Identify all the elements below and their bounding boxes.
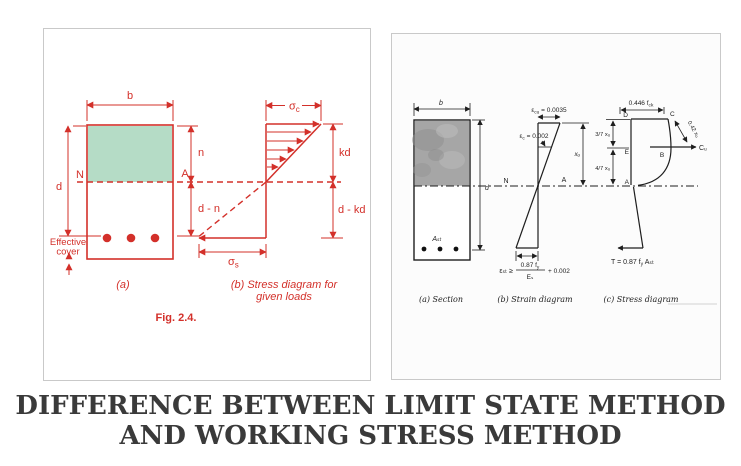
tension-dashed-line [196, 181, 267, 239]
t-label: T = 0.87 fy Aₛₜ [611, 259, 654, 268]
cover-label-1: Effective [50, 237, 86, 248]
na-label-n: N [76, 169, 84, 181]
dim-b-label: b [127, 90, 133, 102]
ecu-label: εcu = 0.0035 [531, 107, 567, 116]
dim-dn-label: d - n [198, 203, 220, 215]
page-title: DIFFERENCE BETWEEN LIMIT STATE METHOD AN… [0, 391, 741, 451]
sigma-c-label: σc [289, 101, 300, 115]
wsm-caption-a: (a) [116, 279, 130, 291]
lsm-beam-section: Aₛₜ b d [412, 100, 490, 261]
formula-lhs: εₛₜ ≥ [499, 268, 513, 275]
cover-label-2: cover [56, 247, 79, 258]
stress-diagram: σc σs [196, 100, 366, 270]
dim-kd-label: kd [339, 147, 351, 159]
strain-line [515, 122, 561, 249]
beam-section [86, 124, 174, 260]
stress-hypotenuse [265, 123, 322, 183]
point-b-label: B [660, 152, 664, 159]
wsm-diagram: N A b d n [50, 90, 366, 324]
compression-zone [88, 126, 172, 182]
wsm-caption-b2: given loads [256, 291, 312, 303]
formula-rhs: + 0.002 [548, 268, 570, 275]
formula-denominator: Eₛ [527, 274, 534, 281]
seg2-label: 4/7 xᵤ [595, 166, 610, 172]
dim-dkd-label: d - kd [338, 204, 366, 216]
strain-diagram: εcu = 0.0035 εc = 0.002 xᵤ εₛₜ ≥ 0.87 fy… [499, 107, 589, 281]
dim-d-minus-n: d - n [177, 181, 220, 237]
ec-label: εc = 0.002 [520, 133, 549, 142]
strain-formula: εₛₜ ≥ 0.87 fy Eₛ + 0.002 [499, 262, 570, 281]
lsm-rebar-dot [453, 246, 459, 252]
rebar-dot [150, 233, 160, 243]
seg1-label: 3/7 xᵤ [595, 132, 610, 138]
title-line-1: DIFFERENCE BETWEEN LIMIT STATE METHOD [15, 391, 726, 421]
lsm-stress-diagram: 0.446 fck 3/7 xᵤ 4/7 xᵤ D C E B A 0.42 x… [595, 100, 707, 268]
point-a-label: A [625, 179, 630, 186]
point-c-label: C [670, 111, 675, 118]
lsm-na-label-a: A [562, 177, 567, 184]
title-line-2: AND WORKING STRESS METHOD [119, 421, 622, 451]
lsm-diagram: Aₛₜ b d N A [412, 100, 717, 305]
dim-d-label: d [56, 181, 62, 193]
lsm-rebar-dot [437, 246, 443, 252]
lsm-caption-c: (c) Stress diagram [603, 295, 678, 304]
lsm-na-label-n: N [503, 178, 508, 185]
rebar-dot [126, 233, 136, 243]
wsm-caption-b1: (b) Stress diagram for [231, 279, 339, 291]
stress-block-curve [637, 118, 672, 186]
wsm-figure-panel: N A b d n [43, 28, 371, 381]
lsm-figure-panel: Aₛₜ b d N A [391, 33, 721, 380]
dim-n-label: n [198, 147, 204, 159]
dim-d: d [56, 125, 101, 237]
point-d-label: D [623, 112, 628, 119]
na-label-a: A [181, 168, 189, 180]
sigma-s-label: σs [228, 256, 239, 270]
point-e-label: E [625, 149, 630, 156]
dim-b: b [86, 90, 174, 121]
cu-label: Cᵤ [699, 145, 707, 152]
xu-label: xᵤ [573, 151, 580, 158]
lsm-caption-a: (a) Section [419, 295, 463, 304]
ast-label: Aₛₜ [431, 236, 441, 243]
c042-label: 0.42 xᵤ [686, 120, 700, 139]
lsm-caption-b: (b) Strain diagram [497, 295, 573, 304]
dim-n: n [177, 125, 204, 183]
lsm-dim-d-label: d [485, 185, 490, 192]
formula-numerator: 0.87 fy [521, 262, 540, 271]
effective-cover: Effective cover [50, 237, 86, 275]
wsm-fig-number: Fig. 2.4. [156, 312, 197, 324]
fck-label: 0.446 fck [629, 100, 654, 109]
lsm-rebar-dot [421, 246, 427, 252]
rebar-dot [102, 233, 112, 243]
lsm-dim-b-label: b [439, 100, 443, 107]
